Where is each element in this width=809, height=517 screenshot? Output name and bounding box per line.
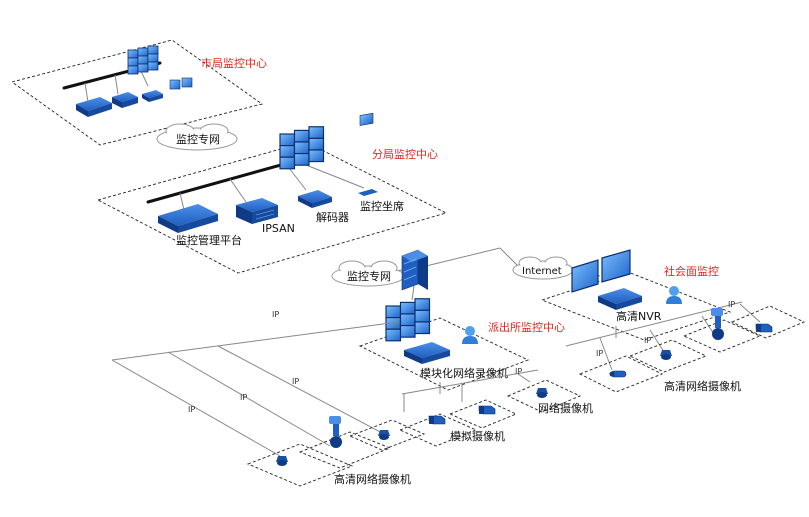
- cloud-middle: 监控专网: [331, 260, 405, 287]
- nvr-icon: [404, 342, 450, 364]
- ip-tag: IP: [272, 310, 279, 319]
- person-icon: [462, 326, 478, 344]
- nvr-icon: [598, 288, 642, 310]
- analog-camera-label: 模拟摄像机: [450, 429, 505, 443]
- server-icon: [76, 97, 112, 117]
- hd-camera-label: 高清网络摄像机: [334, 472, 411, 486]
- ip-tag: IP: [515, 367, 522, 376]
- zone-hd-cameras: IP IP IP IP 高清网络摄像机: [111, 310, 426, 487]
- workstation-icon: [169, 77, 193, 90]
- cloud-internet-label: Internet: [522, 266, 562, 277]
- storage-icon: [112, 92, 138, 108]
- dome-camera-icon: [276, 456, 288, 466]
- video-wall-icon: [279, 126, 325, 170]
- storage-icon: [236, 198, 278, 224]
- zone-police-station: 派出所监控中心 模块化网络录像机 IP 模拟摄像机 网络摄像机: [358, 298, 593, 447]
- nvr-modular-label: 模块化网络录像机: [420, 366, 508, 380]
- decoder-icon: [298, 190, 332, 208]
- cloud-top: 监控专网: [156, 123, 238, 151]
- server-icon: [158, 204, 218, 233]
- console-label: 监控坐席: [360, 199, 404, 213]
- decoder-icon: [142, 90, 163, 102]
- hd-nvr-label: 高清NVR: [616, 309, 662, 323]
- ip-tag: IP: [596, 349, 603, 358]
- zone-social: 社会面监控 高清NVR IP IP IP 高清网络摄像机: [540, 249, 806, 393]
- ip-tag: IP: [240, 393, 247, 402]
- platform-label: 监控管理平台: [176, 233, 242, 247]
- video-wall-icon: [385, 298, 431, 342]
- firewall-icon: [401, 249, 428, 291]
- cloud-icon: [156, 123, 238, 151]
- workstation-icon: [358, 112, 378, 196]
- dome-camera-icon: [536, 388, 548, 398]
- box-camera-icon: [478, 405, 496, 415]
- city-center-label: 市局监控中心: [201, 56, 267, 70]
- dome-camera-icon: [660, 350, 672, 360]
- ptz-camera-icon: [329, 416, 342, 448]
- decoder-label: 解码器: [316, 210, 349, 224]
- ip-tag: IP: [188, 405, 195, 414]
- social-hd-camera-label: 高清网络摄像机: [664, 379, 741, 393]
- cloud-top-label: 监控专网: [176, 132, 220, 146]
- dome-camera-icon: [378, 430, 390, 440]
- ipsan-label: IPSAN: [262, 222, 295, 235]
- video-wall-icon: [127, 45, 159, 75]
- branch-center-label: 分局监控中心: [372, 147, 438, 161]
- ip-tag: IP: [644, 336, 651, 345]
- zone-branch-center: 分局监控中心 监控管理平台 IPSAN 解码器 监控坐席: [96, 112, 448, 274]
- monitor-icon: [571, 249, 631, 293]
- zone-city-center: 市局监控中心: [10, 39, 267, 146]
- network-camera-label: 网络摄像机: [538, 401, 593, 415]
- police-station-label: 派出所监控中心: [488, 320, 565, 334]
- ip-tag: IP: [292, 377, 299, 386]
- ptz-camera-icon: [711, 308, 724, 340]
- person-icon: [666, 286, 682, 304]
- cloud-icon: [331, 260, 405, 287]
- bullet-camera-icon: [609, 370, 627, 378]
- cloud-icon: [512, 256, 574, 280]
- social-label: 社会面监控: [664, 264, 719, 278]
- cloud-internet: Internet: [512, 256, 574, 280]
- box-camera-icon: [428, 415, 446, 425]
- box-camera-icon: [755, 323, 773, 333]
- cloud-middle-label: 监控专网: [347, 269, 391, 283]
- ip-tag: IP: [728, 300, 735, 309]
